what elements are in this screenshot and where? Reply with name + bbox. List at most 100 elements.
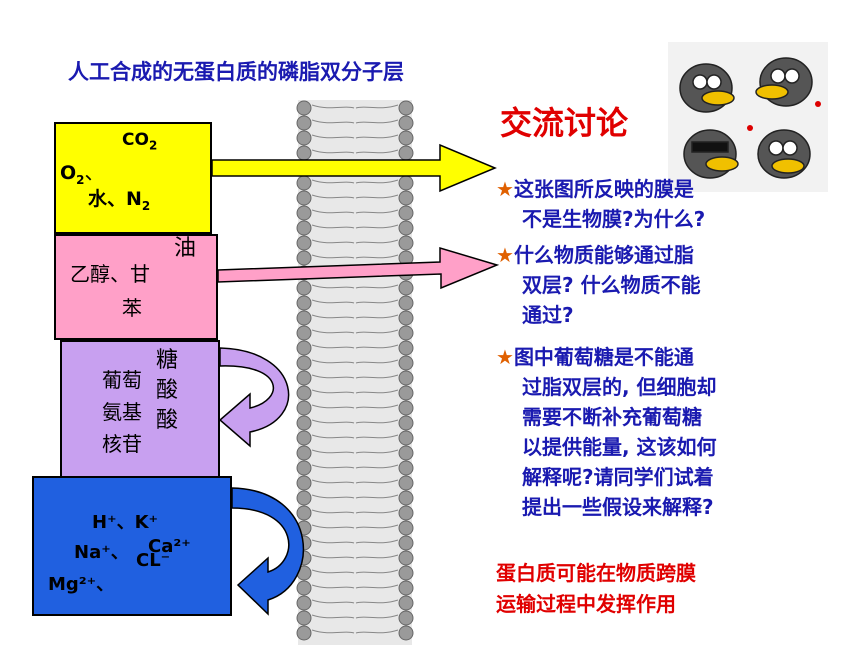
lipid-tail bbox=[311, 509, 399, 514]
gas-box: CO2 O2、 水、N2 bbox=[54, 122, 212, 234]
lipid-tail bbox=[311, 344, 399, 349]
phospholipid-head bbox=[296, 100, 312, 116]
ethanol-label: 乙醇、甘 bbox=[70, 262, 150, 286]
phospholipid-head bbox=[296, 430, 312, 446]
lipid-tail bbox=[311, 134, 399, 139]
phospholipid-head bbox=[398, 235, 414, 251]
star-icon: ★ bbox=[496, 345, 514, 369]
question-first-line: ★什么物质能够通过脂 bbox=[496, 240, 701, 270]
phospholipid-head bbox=[296, 415, 312, 431]
phospholipid-head bbox=[398, 100, 414, 116]
phospholipid-head bbox=[398, 130, 414, 146]
lipid-tail bbox=[311, 314, 399, 319]
lipid-tail bbox=[311, 374, 399, 379]
phospholipid-head bbox=[398, 115, 414, 131]
question-line: 过脂双层的, 但细胞却 bbox=[522, 375, 717, 399]
phospholipid-head bbox=[296, 475, 312, 491]
answer-text: 蛋白质可能在物质跨膜 运输过程中发挥作用 bbox=[496, 558, 696, 620]
phospholipid-head bbox=[296, 325, 312, 341]
cartoon-birds-image bbox=[668, 42, 828, 192]
star-icon: ★ bbox=[496, 243, 514, 267]
question-first-line: ★图中葡萄糖是不能通 bbox=[496, 342, 717, 372]
question-line: 提出一些假设来解释? bbox=[522, 495, 714, 519]
phospholipid-head bbox=[398, 580, 414, 596]
sugar-label: 糖 bbox=[156, 348, 179, 373]
question-line: 不是生物膜?为什么? bbox=[522, 207, 706, 231]
phospholipid-head bbox=[296, 625, 312, 641]
lipid-tail bbox=[311, 419, 399, 424]
na-label: Na⁺、 bbox=[74, 542, 129, 563]
lipid-tail bbox=[311, 584, 399, 589]
yellow-arrow bbox=[211, 143, 497, 193]
question-line: 解释呢?请同学们试着 bbox=[522, 465, 714, 489]
lipid-tail bbox=[311, 284, 399, 289]
phospholipid-head bbox=[398, 550, 414, 566]
co2-label: CO2 bbox=[122, 130, 158, 153]
lipid-tail bbox=[311, 614, 399, 619]
phospholipid-head bbox=[398, 205, 414, 221]
phospholipid-head bbox=[296, 115, 312, 131]
phospholipid-head bbox=[296, 190, 312, 206]
phospholipid-head bbox=[296, 370, 312, 386]
phospholipid-head bbox=[398, 400, 414, 416]
phospholipid-head bbox=[398, 415, 414, 431]
phospholipid-head bbox=[398, 340, 414, 356]
cl-label: CL⁻ bbox=[136, 550, 171, 571]
ca-label: Ca²⁺ bbox=[148, 536, 191, 557]
phospholipid-head bbox=[296, 580, 312, 596]
phospholipid-head bbox=[398, 565, 414, 581]
phospholipid-head bbox=[296, 205, 312, 221]
phospholipid-head bbox=[296, 445, 312, 461]
lipid-tail bbox=[311, 149, 399, 154]
h-k-label: H⁺、K⁺ bbox=[92, 512, 159, 533]
question-first-line: ★这张图所反映的膜是 bbox=[496, 174, 705, 204]
phospholipid-head bbox=[296, 235, 312, 251]
slide-title: 人工合成的无蛋白质的磷脂双分子层 bbox=[68, 60, 404, 84]
phospholipid-head bbox=[296, 460, 312, 476]
lipid-tail bbox=[311, 359, 399, 364]
phospholipid-head bbox=[296, 310, 312, 326]
phospholipid-head bbox=[296, 220, 312, 236]
phospholipid-head bbox=[398, 385, 414, 401]
discussion-question: ★什么物质能够通过脂双层? 什么物质不能通过? bbox=[496, 240, 701, 330]
lipid-tail bbox=[311, 209, 399, 214]
phospholipid-head bbox=[296, 595, 312, 611]
phospholipid-head bbox=[296, 385, 312, 401]
discussion-question: ★这张图所反映的膜是不是生物膜?为什么? bbox=[496, 174, 705, 234]
phospholipid-head bbox=[398, 520, 414, 536]
phospholipid-head bbox=[296, 130, 312, 146]
acid-label-1: 酸 bbox=[156, 378, 179, 403]
lipid-tail bbox=[311, 239, 399, 244]
lipid-tail bbox=[311, 224, 399, 229]
phospholipid-head bbox=[296, 490, 312, 506]
phospholipid-head bbox=[398, 190, 414, 206]
lipid-tail bbox=[311, 464, 399, 469]
phospholipid-head bbox=[296, 400, 312, 416]
water-n2-label: 水、N2 bbox=[88, 188, 151, 213]
purple-curved-arrow bbox=[218, 347, 290, 448]
benzene-label: 苯 bbox=[122, 296, 142, 320]
ion-box: H⁺、K⁺ Na⁺、 Ca²⁺ CL⁻ Mg²⁺、 bbox=[32, 476, 232, 616]
phospholipid-head bbox=[296, 610, 312, 626]
answer-line: 运输过程中发挥作用 bbox=[496, 592, 676, 616]
phospholipid-head bbox=[398, 310, 414, 326]
phospholipid-head bbox=[398, 475, 414, 491]
blue-curved-arrow bbox=[231, 487, 305, 616]
phospholipid-head bbox=[398, 370, 414, 386]
phospholipid-head bbox=[398, 295, 414, 311]
lipid-tail bbox=[311, 539, 399, 544]
lipid-tail bbox=[311, 254, 399, 259]
lipid-tail bbox=[311, 104, 399, 109]
lipid-tail bbox=[311, 629, 399, 634]
nucleoside-label: 核苷 bbox=[102, 432, 142, 456]
phospholipid-head bbox=[296, 295, 312, 311]
sugar-box: 糖 酸 酸 葡萄 氨基 核苷 bbox=[60, 340, 220, 480]
lipid-tail bbox=[311, 479, 399, 484]
lipid-tail bbox=[311, 569, 399, 574]
lipid-tail bbox=[311, 524, 399, 529]
lipid-tail bbox=[311, 389, 399, 394]
answer-line: 蛋白质可能在物质跨膜 bbox=[496, 561, 696, 585]
question-text: 图中葡萄糖是不能通 bbox=[513, 345, 694, 369]
phospholipid-head bbox=[398, 625, 414, 641]
